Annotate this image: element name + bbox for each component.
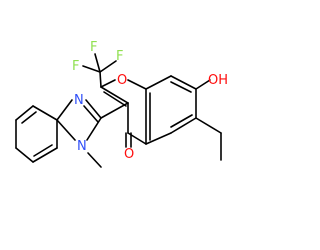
bond-c-f1 <box>82 65 101 73</box>
bond-ring-e <box>32 147 58 163</box>
bond-c2-c3 <box>100 86 129 104</box>
atom-f2: F <box>90 40 97 55</box>
atom-imine-nitrogen: N <box>74 93 84 108</box>
bond-c5-c4a <box>145 132 172 145</box>
atom-ring-oxygen: O <box>117 73 127 88</box>
atom-f1: F <box>72 59 79 74</box>
bond-c-f2 <box>94 53 101 73</box>
bond-n3-c3a <box>56 99 73 121</box>
atom-labels: F F F O OH O N N <box>72 40 228 162</box>
atom-f3: F <box>116 49 123 64</box>
molecule-diagram: F F F O OH O N N <box>15 40 229 168</box>
bond-c2prime-n3 <box>85 99 102 119</box>
atom-carbonyl-oxygen: O <box>124 147 134 162</box>
bond-o1-c8a <box>127 79 147 90</box>
bond-c8a-c8 <box>145 75 172 90</box>
bond-ring-a <box>32 105 58 121</box>
bond-ring-d <box>15 147 34 163</box>
bond-n1-c7a <box>56 119 76 141</box>
bond-ring-b-double <box>21 111 37 124</box>
bond-c8-c7-double <box>170 81 192 93</box>
bond-c6-c5-double <box>170 114 193 128</box>
bonds <box>15 53 222 168</box>
atom-hydroxyl: OH <box>208 73 228 88</box>
bond-cf3-c2 <box>99 71 102 88</box>
bond-c8-c7 <box>170 75 197 90</box>
bond-c7-oh <box>195 79 211 90</box>
bond-c6-c5 <box>170 117 197 134</box>
bond-c6-ethyl <box>195 117 222 134</box>
bond-n-methyl <box>87 152 102 168</box>
bond-ring-b <box>15 105 34 121</box>
atom-methyl-nitrogen: N <box>77 139 87 154</box>
bond-c-f3 <box>99 60 117 73</box>
structure-drawing: F F F O OH O N N <box>15 40 228 168</box>
bond-c3-c2prime <box>100 102 129 119</box>
bond-c2-o1 <box>100 79 116 88</box>
bond-c2prime-n1 <box>86 117 102 141</box>
bond-ring-e-double <box>33 144 53 157</box>
bond-c2-c3-double <box>103 91 127 107</box>
bond-c2prime-n3-double <box>83 105 99 123</box>
